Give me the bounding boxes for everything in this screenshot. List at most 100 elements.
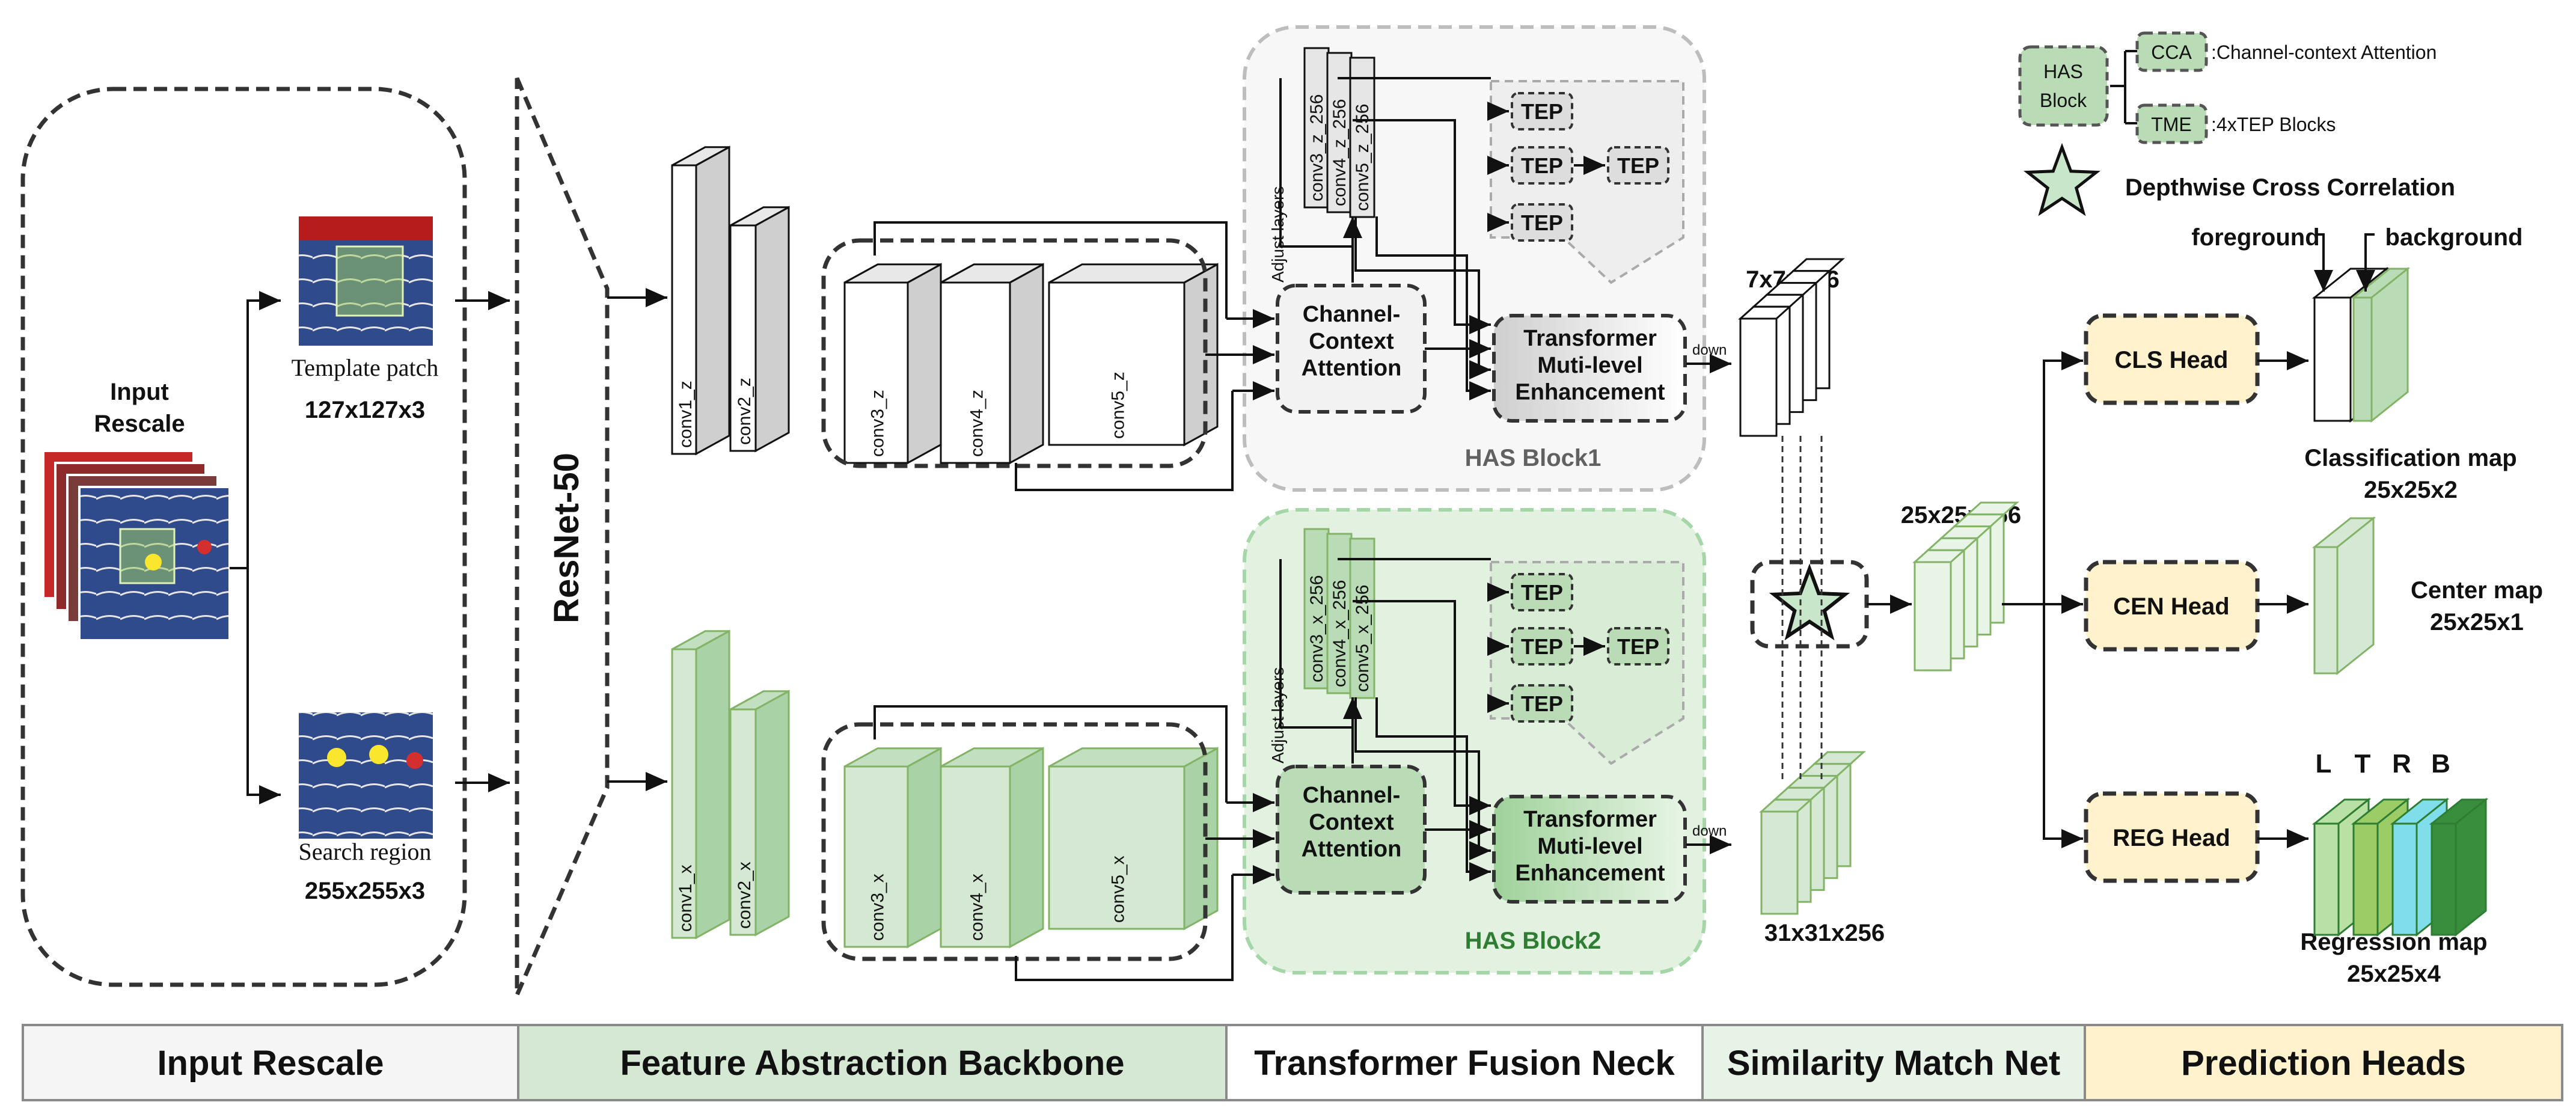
search-conv4_x-block-front	[940, 765, 1011, 948]
search-conv2_x-block-side	[754, 690, 790, 937]
search-region-image	[299, 712, 433, 839]
runner-figure	[406, 752, 423, 769]
template-conv2_z-block-label: conv2_z	[735, 378, 754, 445]
legend-cca-tag: CCA	[2151, 41, 2192, 63]
xcorr-feature-stack	[1912, 501, 2019, 672]
down-label: down	[1692, 342, 1727, 358]
regression-map-T-front	[2352, 822, 2379, 936]
template-conv2_z-block: conv2_z	[729, 206, 790, 453]
template-conv1_z-block-label: conv1_z	[676, 381, 696, 448]
regression-letter-b: B	[2431, 749, 2450, 779]
adjusted-layer-label: conv5_z_256	[1353, 104, 1372, 211]
runner-figure	[197, 540, 212, 554]
tep-box	[1511, 684, 1573, 723]
adjusted-layer-2	[1326, 52, 1353, 213]
feature-to-reg-arrow	[2043, 604, 2083, 848]
cls-background-map	[2351, 266, 2411, 423]
adjusted-layer-label: conv4_z_256	[1330, 99, 1350, 206]
adjusted-layer-label: conv3_z_256	[1307, 94, 1327, 201]
tep-label: TEP	[1617, 634, 1659, 659]
legend-cca-box	[2135, 31, 2208, 72]
cls-head-box	[2084, 313, 2260, 405]
cls-foreground-map-front	[2313, 296, 2352, 422]
cls-background-map-side	[2370, 266, 2409, 423]
adjusted-layer-label: conv4_x_256	[1330, 580, 1350, 687]
regression-map-B-side	[2455, 797, 2487, 937]
tep-box	[1511, 573, 1573, 611]
adjusted-layer-3	[1349, 537, 1375, 699]
search-conv1_x-block-label: conv1_x	[676, 865, 696, 932]
template-caption: Template patch	[292, 354, 439, 381]
regression-letter-l: L	[2316, 749, 2332, 779]
down-label: down	[1692, 823, 1727, 839]
template-conv1_z-block-side	[695, 145, 730, 456]
legend-tme-box	[2135, 103, 2208, 144]
regression-map-B	[2429, 797, 2489, 937]
search-conv3_x-block-front	[843, 765, 909, 948]
tep-label: TEP	[1521, 153, 1563, 178]
feature-to-cls-arrow	[2002, 351, 2083, 605]
tme-box	[1492, 314, 1687, 423]
adjusted-layer-3	[1349, 57, 1375, 218]
foreground-label: foreground	[2191, 224, 2319, 251]
regression-map-L-front	[2313, 822, 2340, 936]
template-size: 127x127x3	[305, 397, 425, 423]
search-conv1_x-block-front	[671, 648, 697, 939]
adjusted-layer-label: conv3_x_256	[1307, 575, 1327, 682]
template-conv3_z-block-side	[907, 263, 942, 465]
search-conv5_x-block-front	[1048, 765, 1186, 930]
search-conv2_x-block-label: conv2_x	[735, 861, 754, 929]
template-conv3_z-block: conv3_z	[843, 263, 942, 465]
search-caption: Search region	[298, 838, 431, 865]
template-target-box	[335, 245, 404, 317]
template-conv3-link	[873, 221, 1228, 319]
legend-has-block-box	[2018, 45, 2109, 127]
adjusted-layer-1	[1303, 47, 1330, 209]
tme-box	[1492, 795, 1687, 904]
template-conv5_z-block: conv5_z	[1048, 263, 1219, 447]
template-banner	[299, 216, 433, 240]
search-conv5-link	[1015, 875, 1234, 981]
search-conv1_x-block: conv1_x	[671, 629, 730, 940]
legend-bracket	[2110, 50, 2137, 124]
adjust-to-tme-arrow	[1353, 600, 1491, 815]
tep-label: TEP	[1521, 691, 1563, 716]
tep-label: TEP	[1521, 99, 1563, 124]
template-conv1_z-block-front	[671, 164, 697, 455]
search-conv3_x-block-side	[907, 747, 942, 949]
input-section-frame	[20, 87, 467, 987]
input-target-box	[119, 528, 176, 584]
template-conv5-link	[1015, 391, 1234, 491]
tep-box	[1511, 92, 1573, 130]
runner-figure	[327, 748, 346, 767]
template-conv4_z-block: conv4_z	[940, 263, 1044, 465]
cen-head-label: CEN Head	[2113, 593, 2229, 620]
input-frame-stack	[42, 450, 231, 641]
resnet-trapezoid	[515, 77, 610, 996]
reg-head-label: REG Head	[2113, 825, 2230, 851]
regression-map-B-front	[2431, 822, 2457, 936]
template-conv5_z-block-front	[1048, 281, 1186, 446]
center-map-side	[2336, 516, 2375, 676]
regression-letter-t: T	[2355, 749, 2371, 779]
legend-tme-desc: :4xTEP Blocks	[2211, 114, 2336, 135]
adjust-layers-label: Adjust layers	[1268, 667, 1287, 764]
search-feature-stack-slice	[1760, 810, 1799, 915]
template-feature-stack	[1738, 258, 1845, 437]
xcorr-feature-stack-slice	[1914, 561, 1952, 672]
search-conv5_x-block: conv5_x	[1048, 747, 1219, 931]
stage-label: Transformer Fusion Neck	[1254, 1044, 1675, 1083]
cls-head-label: CLS Head	[2115, 347, 2229, 373]
stage-label: Input Rescale	[157, 1044, 384, 1083]
template-conv2_z-block-front	[729, 224, 757, 452]
